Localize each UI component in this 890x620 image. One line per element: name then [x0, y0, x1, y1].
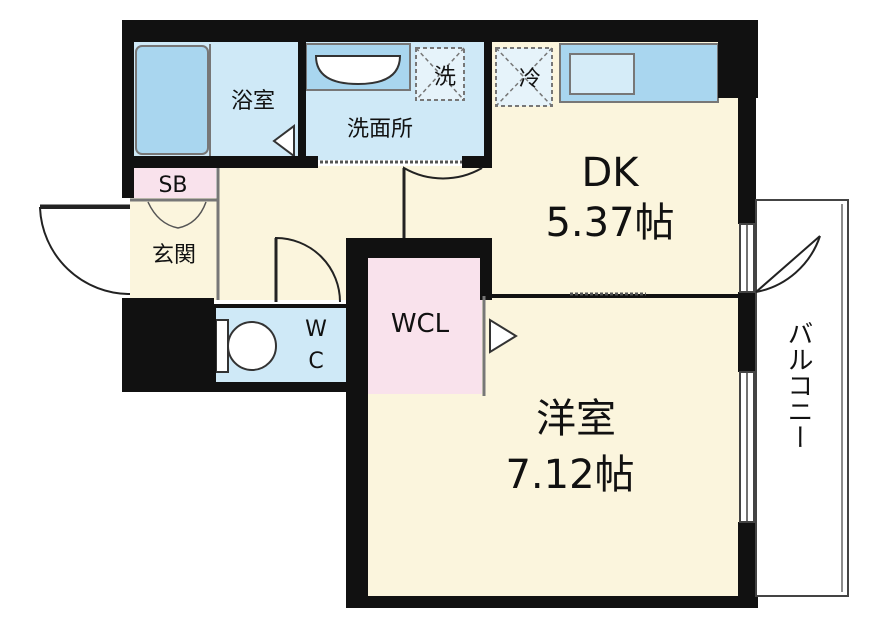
wall-right-bottom: [738, 522, 756, 598]
label-wc-bottom: C: [308, 349, 323, 374]
fridge-space: [495, 47, 553, 107]
wall-wcl-top: [346, 238, 492, 258]
bathtub: [135, 45, 209, 155]
label-entry: 玄関: [152, 243, 196, 268]
label-western: 洋室: [536, 396, 616, 442]
wcl-floor: [366, 258, 482, 394]
wall-bottom-western: [346, 596, 758, 608]
hall-floor-2: [344, 166, 488, 240]
toilet-tank: [215, 319, 229, 373]
wall-top-right: [718, 20, 758, 98]
balcony-door-swing: [755, 235, 821, 293]
wall-wcl-left: [346, 238, 368, 398]
entry-floor: [130, 198, 220, 300]
wall-right-dk: [738, 96, 756, 224]
label-fridge: 冷: [519, 67, 541, 92]
label-washer: 洗: [434, 65, 456, 90]
wall-wash-dk: [484, 40, 492, 168]
sb-floor: [130, 168, 216, 198]
label-wc-top: W: [305, 317, 327, 342]
wall-left-bottom: [122, 298, 214, 392]
label-washroom: 洗面所: [347, 117, 413, 142]
toilet-bowl: [227, 321, 277, 371]
label-dk-size: 5.37帖: [545, 200, 674, 246]
label-western-size: 7.12帖: [505, 452, 634, 498]
sb-shelf-swing: [147, 201, 207, 229]
wall-wcl-right: [480, 238, 492, 300]
wall-left-top: [122, 20, 134, 198]
label-dk: DK: [581, 150, 640, 196]
balcony-door-arc: [755, 235, 821, 293]
label-sb: SB: [158, 173, 187, 198]
dk-door-swing: [403, 166, 483, 238]
label-bath: 浴室: [231, 89, 275, 114]
kitchen-sink: [569, 53, 635, 95]
wc-door-swing: [275, 236, 341, 303]
washer-diag-2: [415, 47, 465, 101]
wall-bath-bottom: [122, 156, 318, 168]
wall-bottom-wc: [122, 382, 350, 392]
wall-bath-wash: [298, 40, 306, 160]
wcl-door-mark: [489, 318, 518, 354]
wall-right-mid: [738, 292, 756, 372]
wall-left-western: [346, 386, 368, 608]
label-wcl: WCL: [391, 309, 450, 339]
entry-door-swing: [38, 207, 131, 296]
wall-top: [122, 20, 744, 42]
label-balcony: バルコニー: [783, 320, 813, 450]
washbasin-bowl: [314, 55, 402, 86]
bath-door-mark: [272, 124, 295, 158]
